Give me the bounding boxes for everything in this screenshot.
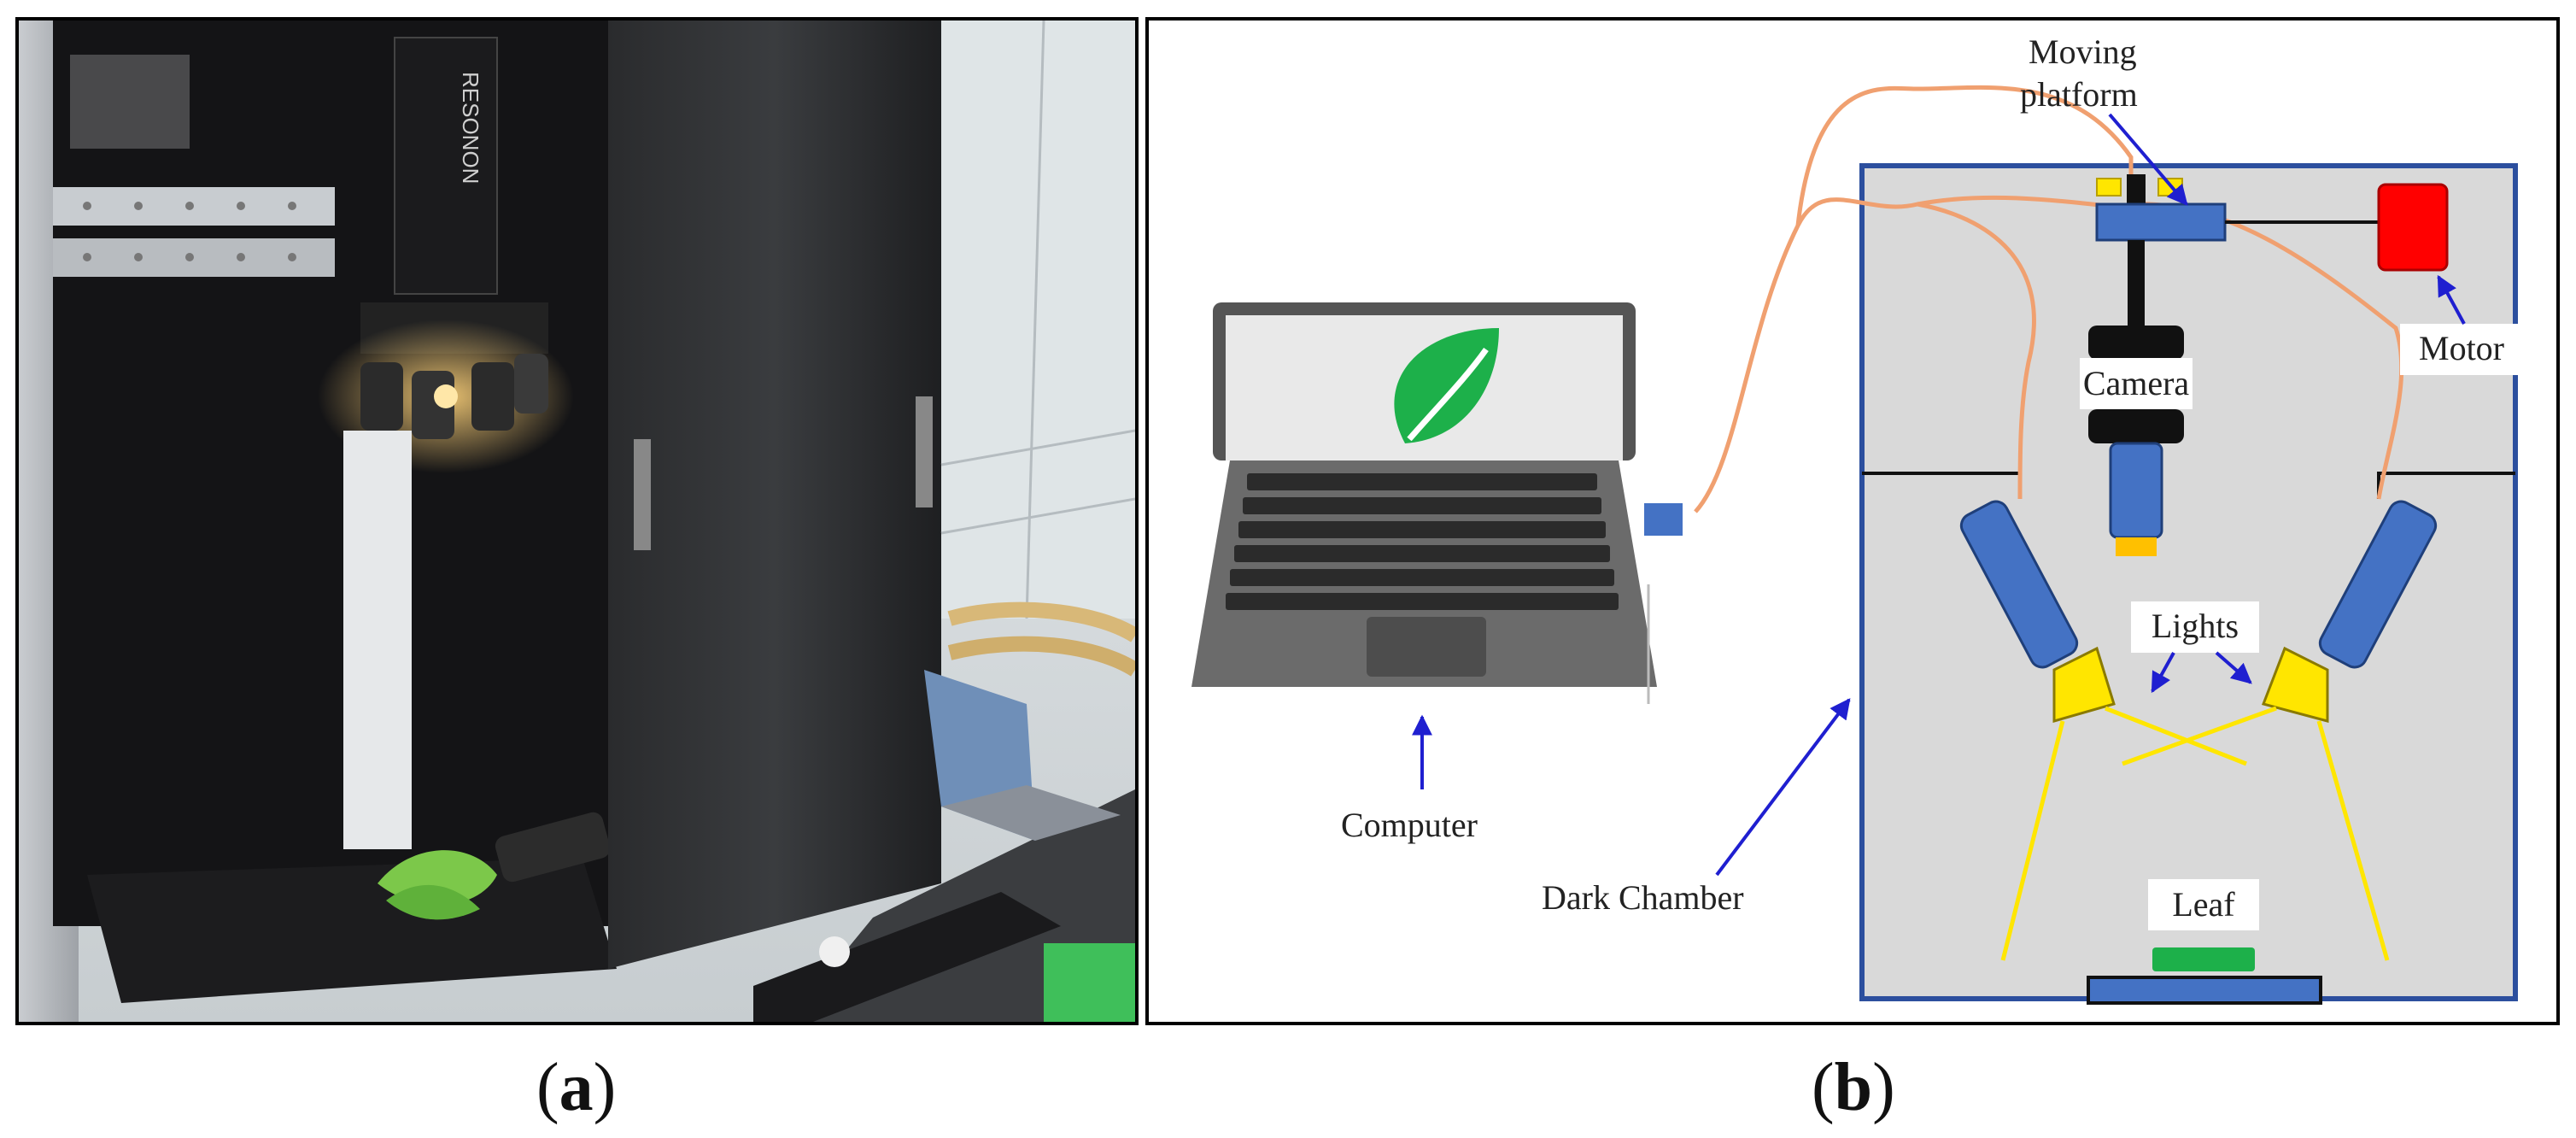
green-tray bbox=[1044, 943, 1135, 1022]
schematic-svg: Camera Lights Leaf Moving bbox=[1191, 32, 2524, 1005]
leaf-sample-2 bbox=[386, 884, 480, 920]
laptop-keyboard bbox=[1226, 473, 1619, 610]
laptop-trackpad bbox=[1367, 617, 1486, 677]
floor-backdrop bbox=[87, 858, 617, 1003]
greenhouse-wall bbox=[941, 21, 1135, 619]
panel-b-diagram: Camera Lights Leaf Moving bbox=[1145, 17, 2560, 1025]
light-left bbox=[1959, 500, 2116, 723]
dark-chamber bbox=[1859, 163, 2518, 1001]
camera-stem bbox=[2128, 240, 2145, 326]
camera-top bbox=[2088, 326, 2184, 360]
camera-label-box bbox=[2080, 358, 2193, 409]
panel-a-photo: RESONON bbox=[15, 17, 1139, 1025]
door-handle-left bbox=[634, 439, 651, 550]
leaf-icon bbox=[1394, 328, 1499, 443]
spare-lens bbox=[495, 812, 611, 883]
imaging-setup-photo: RESONON bbox=[19, 21, 1135, 1022]
computer-laptop bbox=[1191, 302, 1683, 704]
light-right bbox=[2262, 500, 2438, 723]
camera-brand-mark: RESONON bbox=[458, 72, 483, 184]
camera-bottom bbox=[2088, 409, 2184, 443]
chamber-door bbox=[608, 21, 941, 969]
leaf-label: Leaf bbox=[2172, 885, 2235, 924]
dark-chamber-arrow bbox=[1715, 698, 1851, 877]
tape-roll bbox=[819, 936, 850, 967]
moving-platform bbox=[2095, 202, 2227, 242]
camera-body bbox=[394, 37, 498, 295]
blur-patch bbox=[70, 55, 190, 149]
moving-platform-label-line2: platform bbox=[2020, 75, 2138, 114]
caption-b: (b) bbox=[1812, 1050, 1895, 1125]
hose-1 bbox=[947, 601, 1135, 642]
leaf-stage bbox=[2087, 976, 2322, 1005]
light-beams bbox=[2000, 706, 2390, 961]
rail-bottom bbox=[53, 238, 335, 277]
caption-a-letter: a bbox=[559, 1050, 594, 1125]
lights-label: Lights bbox=[2152, 607, 2239, 645]
camera-label: Camera bbox=[2083, 364, 2190, 402]
hose-2 bbox=[947, 636, 1135, 677]
computer-label: Computer bbox=[1341, 806, 1478, 844]
camera-lens-body bbox=[2109, 442, 2163, 539]
lights-arrow-left bbox=[2151, 652, 2175, 694]
motor bbox=[2377, 183, 2449, 272]
greenhouse-frame bbox=[940, 21, 1135, 619]
motor-label: Motor bbox=[2419, 329, 2504, 367]
dark-chamber-label: Dark Chamber bbox=[1542, 878, 1744, 917]
lights-arrow-right bbox=[2215, 651, 2252, 684]
stand-post bbox=[343, 431, 412, 849]
door-handle-right bbox=[916, 396, 933, 507]
leaf-label-box bbox=[2148, 879, 2259, 930]
leaf-sample bbox=[2152, 947, 2255, 971]
usb-connector bbox=[1644, 503, 1683, 536]
rail-screws bbox=[83, 202, 296, 261]
caption-b-letter: b bbox=[1834, 1050, 1873, 1125]
caption-a: (a) bbox=[536, 1050, 617, 1125]
lights-label-box bbox=[2131, 601, 2259, 653]
camera-lens-tip bbox=[2116, 537, 2157, 556]
moving-platform-label-line1: Moving bbox=[2029, 32, 2137, 71]
chamber-interior bbox=[53, 21, 617, 926]
moving-platform-arrow bbox=[2108, 113, 2188, 206]
platform-roller-left bbox=[2096, 178, 2122, 197]
motor-label-box bbox=[2400, 324, 2524, 375]
keyboard bbox=[753, 892, 1061, 1022]
laptop-keyboard-photo bbox=[941, 785, 1121, 841]
lens-cluster bbox=[360, 354, 548, 439]
motor-arrow bbox=[2437, 274, 2466, 325]
rail-top bbox=[53, 187, 335, 226]
